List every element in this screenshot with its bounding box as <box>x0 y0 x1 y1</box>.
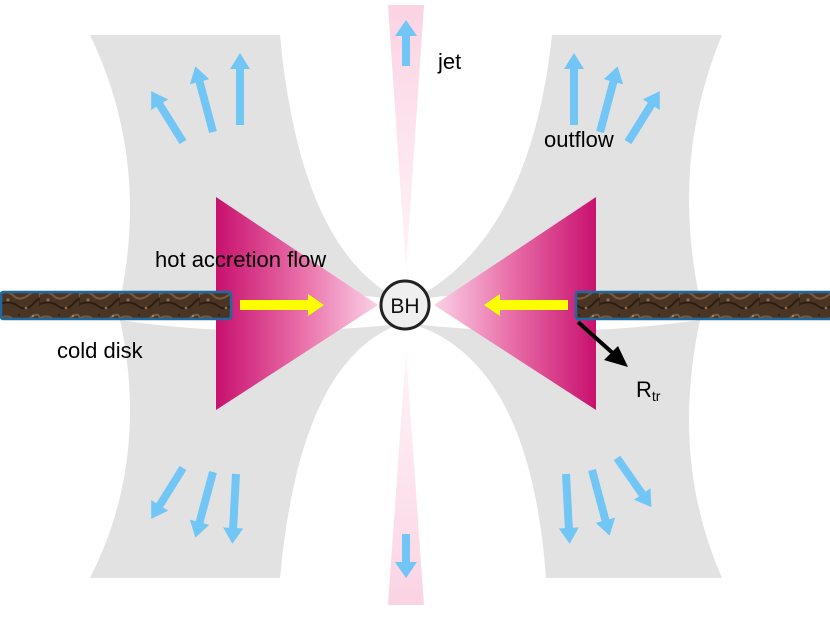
outflow-arrows-upper-right <box>564 53 660 145</box>
transition-radius-pointer <box>576 320 628 367</box>
transition-radius-subscript: tr <box>652 388 661 404</box>
outflow-label: outflow <box>544 127 614 152</box>
cold-disk-left <box>0 290 233 321</box>
outflow-arrows-upper-left <box>151 53 250 145</box>
black-hole-label: BH <box>390 295 419 318</box>
transition-radius-label: Rtr <box>636 377 661 404</box>
outflow-region-upper-left <box>90 35 400 300</box>
inflow-arrow-right <box>484 294 568 316</box>
outflow-arrows-lower-right <box>558 455 652 544</box>
jet-lower <box>388 350 424 605</box>
black-hole <box>379 279 431 331</box>
outflow-arrows-lower-left <box>151 465 244 544</box>
jet-arrow-up <box>395 20 417 66</box>
jet-arrow-down <box>395 534 417 578</box>
cold-disk-right <box>574 290 830 321</box>
outflow-region-upper-right <box>412 35 722 300</box>
jet-upper <box>388 5 424 270</box>
cold-disk-label: cold disk <box>57 338 144 363</box>
outflow-region-lower-right <box>412 320 722 578</box>
hot-accretion-flow-label: hot accretion flow <box>155 247 326 272</box>
transition-radius-main: R <box>636 377 652 402</box>
inflow-arrow-left <box>240 294 324 316</box>
outflow-region-lower-left <box>90 320 400 578</box>
jet-label: jet <box>437 49 461 74</box>
